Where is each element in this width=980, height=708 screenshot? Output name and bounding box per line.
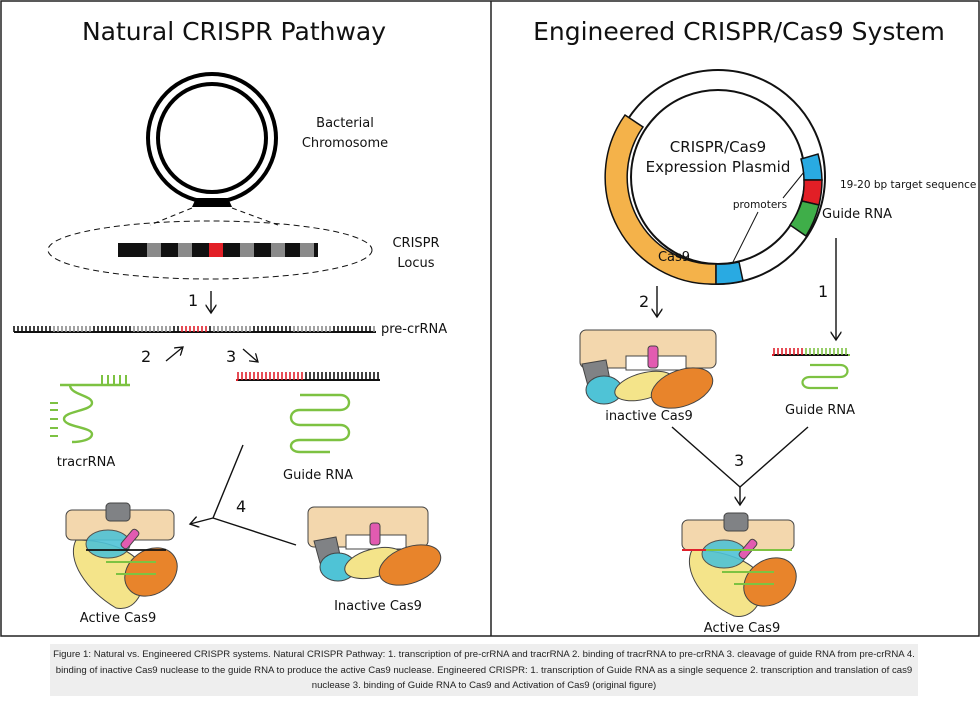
right-panel-title: Engineered CRISPR/Cas9 System xyxy=(533,17,945,46)
promoter-segment-bottom xyxy=(715,261,744,285)
left-step-4-line-b xyxy=(212,517,297,546)
left-guide-rna xyxy=(236,372,380,454)
cas9-gene-label: Cas9 xyxy=(658,250,690,265)
left-step-1: 1 xyxy=(188,291,198,310)
plasmid-guide-rna-label: Guide RNA xyxy=(822,207,892,222)
left-step-4: 4 xyxy=(236,497,246,516)
right-active-cas9 xyxy=(681,512,797,617)
plasmid-label-line2: Expression Plasmid xyxy=(646,158,791,176)
left-step-4-arrow xyxy=(190,518,214,524)
right-panel: Engineered CRISPR/Cas9 System CRISPR/Cas… xyxy=(533,17,976,636)
crispr-locus-array xyxy=(118,243,318,257)
locus-ellipse xyxy=(47,220,373,280)
promoter-pointer-bottom xyxy=(732,211,759,263)
right-step-2: 2 xyxy=(639,292,649,311)
left-step-3: 3 xyxy=(226,347,236,366)
right-inactive-cas9-label: inactive Cas9 xyxy=(605,409,693,424)
plasmid-label-line1: CRISPR/Cas9 xyxy=(670,138,766,156)
right-step-3-line-b xyxy=(739,426,809,488)
right-step-3: 3 xyxy=(734,451,744,470)
left-step-2: 2 xyxy=(141,347,151,366)
promoters-label: promoters xyxy=(733,199,787,211)
chromosome-label-line1: Bacterial xyxy=(316,116,374,131)
locus-label-line1: CRISPR xyxy=(392,236,439,251)
left-panel: Natural CRISPR Pathway Bacterial Chromos… xyxy=(13,17,447,626)
left-guide-rna-label: Guide RNA xyxy=(283,468,353,483)
locus-label-line2: Locus xyxy=(397,256,434,271)
left-active-cas9-label: Active Cas9 xyxy=(80,611,156,626)
figure-caption: Figure 1: Natural vs. Engineered CRISPR … xyxy=(50,644,918,696)
bacterial-chromosome xyxy=(146,72,278,207)
left-inactive-cas9 xyxy=(307,506,442,586)
tracrrna-structure xyxy=(50,375,130,444)
right-guide-rna-label: Guide RNA xyxy=(785,403,855,418)
chromosome-label-line2: Chromosome xyxy=(302,136,388,151)
right-inactive-cas9 xyxy=(579,329,717,409)
right-active-cas9-label: Active Cas9 xyxy=(704,621,780,636)
promoter-segment-top xyxy=(800,153,823,181)
left-step-4-line-a xyxy=(212,444,244,519)
left-inactive-cas9-label: Inactive Cas9 xyxy=(334,599,422,614)
guide-rna-segment xyxy=(788,200,820,238)
target-sequence-label: 19-20 bp target sequence xyxy=(840,179,976,191)
left-panel-title: Natural CRISPR Pathway xyxy=(82,17,386,46)
zoom-line-right xyxy=(231,207,279,226)
left-step-2-arrow xyxy=(165,347,183,362)
figure-frame xyxy=(0,0,980,637)
expression-plasmid xyxy=(604,69,826,285)
promoter-pointer-top xyxy=(782,171,805,199)
pre-crrna-strand xyxy=(13,326,376,333)
right-guide-rna xyxy=(772,348,850,390)
left-active-cas9 xyxy=(65,502,178,609)
right-step-3-line-a xyxy=(671,426,741,488)
left-step-3-arrow xyxy=(242,348,258,362)
pre-crrna-label: pre-crRNA xyxy=(381,322,447,337)
right-step-1: 1 xyxy=(818,282,828,301)
tracrrna-label: tracrRNA xyxy=(57,455,116,470)
